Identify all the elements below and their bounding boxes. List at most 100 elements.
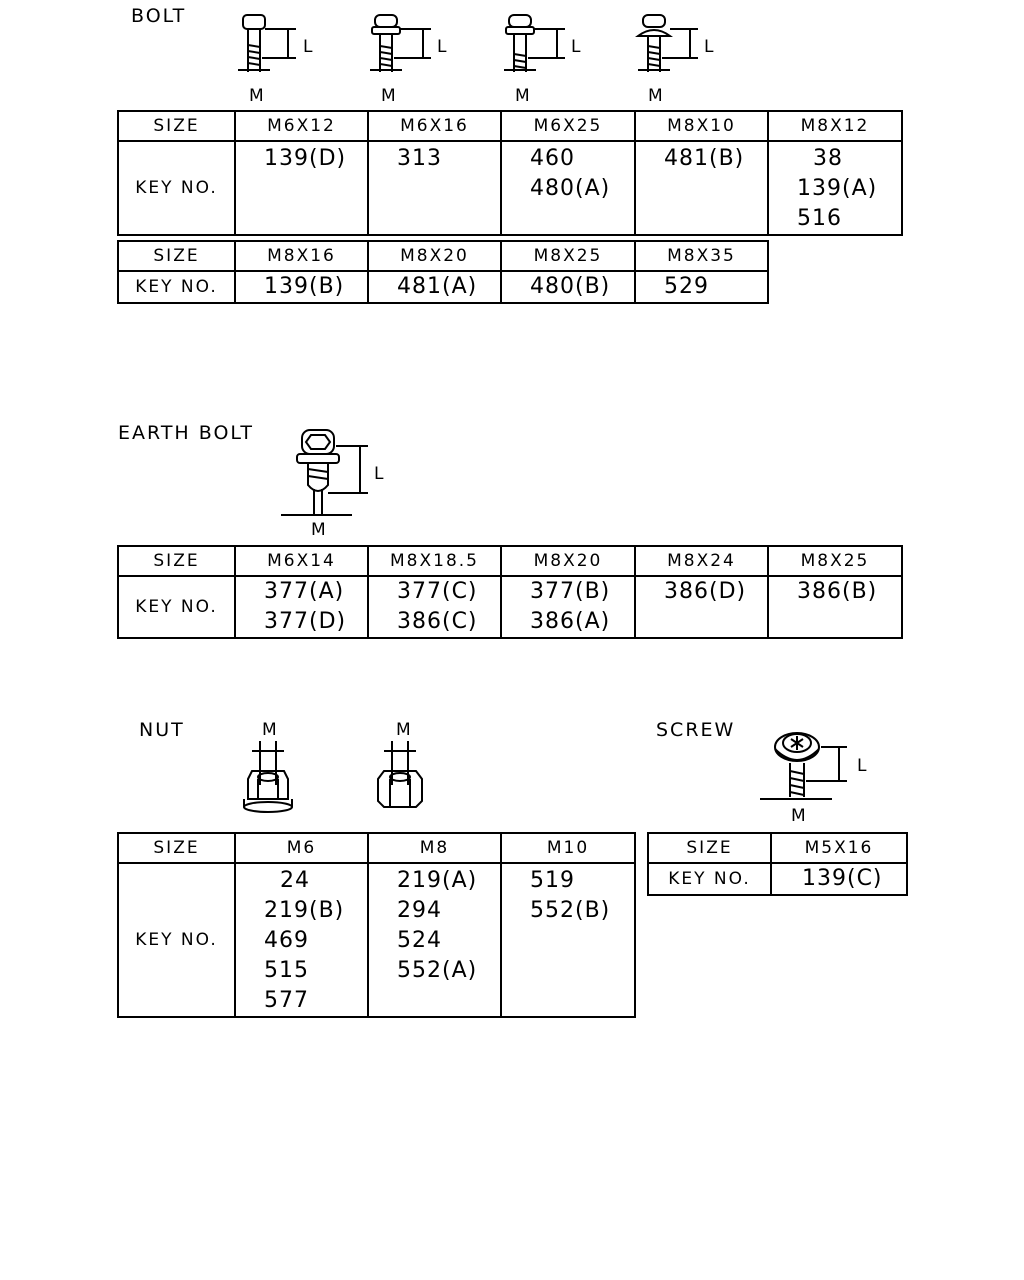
key-number: 386(A) [530,609,611,634]
key-no-header: KEY NO. [647,862,772,896]
size-row: SIZE M6X14 M8X18.5 M8X20 M8X24 M8X25 [117,545,903,577]
screw-dim-m: M [791,806,806,826]
key-cell: 481(B) [634,140,769,236]
key-cell: 480(B) [500,270,636,304]
key-number: 38 [813,146,843,171]
key-number: 481(B) [664,146,745,171]
key-number: 460 [530,146,575,171]
key-cell: 460 480(A) [500,140,636,236]
screw-dim-l: L [857,756,867,776]
bolt-dim-m-4: M [648,86,663,106]
key-cell: 529 [634,270,769,304]
size-cell: M6X16 [367,110,502,142]
nut-dim-m-2: M [396,720,411,740]
size-cell: M8 [367,832,502,864]
bolt-illustration-1: L M [238,14,313,106]
key-cell: 377(B) 386(A) [500,575,636,639]
size-header: SIZE [647,832,772,864]
size-cell: M8X24 [634,545,769,577]
key-number: 552(A) [397,958,478,983]
key-number: 377(D) [264,609,347,634]
size-row: SIZE M5X16 [647,832,908,864]
size-row: SIZE M8X16 M8X20 M8X25 M8X35 [117,240,769,272]
key-number: 516 [797,206,842,231]
key-number: 139(A) [797,176,878,201]
bolt-illustration-2: L M [370,14,447,106]
earth-bolt-illustration: L M [281,429,384,540]
key-row: KEY NO. 139(B) 481(A) 480(B) 529 [117,270,769,304]
key-number: 480(B) [530,274,611,299]
size-header: SIZE [117,545,236,577]
key-number: 386(B) [797,579,878,604]
nut-dim-m-1: M [262,720,277,740]
size-cell: M8X18.5 [367,545,502,577]
key-number: 480(A) [530,176,611,201]
bolt-dim-l-1: L [303,37,313,57]
size-cell: M6 [234,832,369,864]
size-cell: M6X14 [234,545,369,577]
key-row: KEY NO. 139(D) 313 460 480(A) 481(B) 38 … [117,140,903,236]
key-number: 515 [264,958,309,983]
size-header: SIZE [117,110,236,142]
earth-bolt-size-table: SIZE M6X14 M8X18.5 M8X20 M8X24 M8X25 KEY… [117,545,903,639]
key-cell: 139(C) [770,862,908,896]
key-cell: 519 552(B) [500,862,636,1018]
key-cell: 139(B) [234,270,369,304]
key-cell: 386(D) [634,575,769,639]
key-number: 219(A) [397,868,478,893]
size-cell: M6X12 [234,110,369,142]
screw-illustration: L M [760,732,867,826]
key-number: 481(A) [397,274,478,299]
size-cell: M8X25 [767,545,903,577]
screw-title: SCREW [656,719,736,741]
key-no-header: KEY NO. [117,862,236,1018]
key-cell: 38 139(A) 516 [767,140,903,236]
screw-size-table: SIZE M5X16 KEY NO. 139(C) [647,832,908,896]
size-cell: M8X35 [634,240,769,272]
size-header: SIZE [117,240,236,272]
key-number: 219(B) [264,898,345,923]
key-cell: 377(A) 377(D) [234,575,369,639]
key-number: 469 [264,928,309,953]
nut-size-table: SIZE M6 M8 M10 KEY NO. 24 219(B) 469 515… [117,832,636,1018]
bolt-dim-m-1: M [249,86,264,106]
size-header: SIZE [117,832,236,864]
key-number: 552(B) [530,898,611,923]
bolt-dim-l-2: L [437,37,447,57]
key-number: 294 [397,898,442,923]
key-number: 377(A) [264,579,345,604]
key-number: 24 [280,868,310,893]
key-row: KEY NO. 377(A) 377(D) 377(C) 386(C) 377(… [117,575,903,639]
key-number: 313 [397,146,442,171]
key-no-header: KEY NO. [117,575,236,639]
key-number: 524 [397,928,442,953]
key-cell: 386(B) [767,575,903,639]
nut-flange-illustration: M [243,720,293,813]
size-row: SIZE M6X12 M6X16 M6X25 M8X10 M8X12 [117,110,903,142]
nut-title: NUT [139,719,185,741]
size-cell: M5X16 [770,832,908,864]
key-number: 519 [530,868,575,893]
key-cell: 481(A) [367,270,502,304]
size-cell: M8X20 [500,545,636,577]
bolt-illustration-3: L M [504,14,581,106]
key-no-header: KEY NO. [117,140,236,236]
key-row: KEY NO. 24 219(B) 469 515 577 219(A) 294… [117,862,636,1018]
key-number: 577 [264,988,309,1013]
size-cell: M8X25 [500,240,636,272]
bolt-title: BOLT [131,5,187,27]
earth-bolt-dim-l: L [374,464,384,484]
bolt-dim-l-3: L [571,37,581,57]
key-cell: 24 219(B) 469 515 577 [234,862,369,1018]
nut-hex-illustration: M [377,720,423,808]
size-cell: M8X10 [634,110,769,142]
size-cell: M6X25 [500,110,636,142]
earth-bolt-title: EARTH BOLT [118,422,254,444]
bolt-size-table-1: SIZE M6X12 M6X16 M6X25 M8X10 M8X12 KEY N… [117,110,903,236]
key-number: 529 [664,274,709,299]
size-cell: M8X12 [767,110,903,142]
size-cell: M10 [500,832,636,864]
key-number: 386(D) [664,579,747,604]
key-cell: 377(C) 386(C) [367,575,502,639]
key-number: 139(D) [264,146,347,171]
